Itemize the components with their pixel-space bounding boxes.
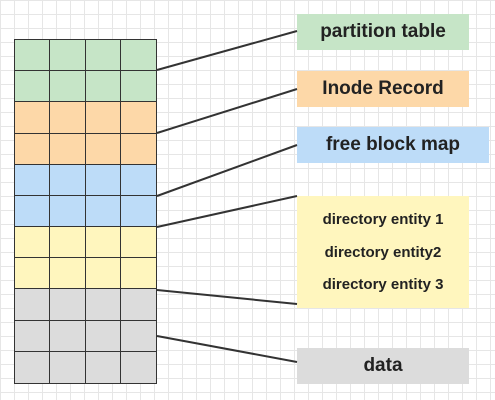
block-cell [50, 71, 86, 103]
block-cell [15, 289, 51, 321]
block-cell [50, 195, 86, 228]
partition-table-text: partition table [320, 21, 446, 42]
block-cell [85, 195, 121, 228]
block-cell [85, 164, 121, 196]
block-cell [85, 40, 121, 72]
data-text: data [363, 355, 403, 376]
directory-entity-1-text: directory entity 1 [322, 211, 444, 229]
block-cell [50, 133, 86, 165]
block-cell [15, 133, 51, 165]
block-cell [120, 258, 156, 290]
connector-directory-entities [156, 195, 298, 228]
block-cell [15, 227, 51, 259]
free-block-map-label: free block map [297, 127, 489, 163]
block-cell [50, 102, 86, 134]
disk-block-grid [14, 39, 157, 384]
block-cell [85, 320, 121, 352]
block-cell [15, 164, 51, 196]
block-cell [85, 289, 121, 321]
block-cell [15, 195, 51, 228]
block-cell [120, 351, 156, 383]
block-cell [15, 40, 51, 72]
block-cell [50, 351, 86, 383]
block-cell [85, 102, 121, 134]
connector-partition-table [156, 30, 298, 71]
block-cell [85, 133, 121, 165]
connector-directory-end [156, 289, 298, 305]
block-cell [50, 320, 86, 352]
block-cell [50, 40, 86, 72]
block-cell [120, 320, 156, 352]
directory-entities-label: directory entity 1 directory entity2 dir… [297, 196, 469, 308]
block-cell [85, 71, 121, 103]
block-cell [50, 258, 86, 290]
block-cell [50, 227, 86, 259]
block-cell [15, 351, 51, 383]
connector-free-block-map [156, 144, 298, 197]
block-cell [50, 164, 86, 196]
block-cell [120, 133, 156, 165]
block-cell [120, 164, 156, 196]
block-cell [50, 289, 86, 321]
block-cell [85, 227, 121, 259]
directory-entity-3-text: directory entity 3 [322, 275, 444, 293]
inode-record-label: Inode Record [297, 71, 469, 107]
connector-inode-record [156, 88, 298, 134]
block-cell [120, 227, 156, 259]
directory-entity-2-text: directory entity2 [324, 243, 442, 261]
inode-record-text: Inode Record [322, 78, 444, 99]
data-label: data [297, 348, 469, 384]
block-cell [15, 102, 51, 134]
block-cell [120, 40, 156, 72]
block-cell [120, 71, 156, 103]
block-cell [120, 289, 156, 321]
block-cell [85, 351, 121, 383]
block-cell [15, 258, 51, 290]
block-cell [15, 320, 51, 352]
block-cell [120, 102, 156, 134]
block-cell [15, 71, 51, 103]
partition-table-label: partition table [297, 14, 469, 50]
block-cell [85, 258, 121, 290]
free-block-map-text: free block map [325, 134, 461, 155]
connector-data [156, 335, 298, 363]
block-cell [120, 195, 156, 228]
